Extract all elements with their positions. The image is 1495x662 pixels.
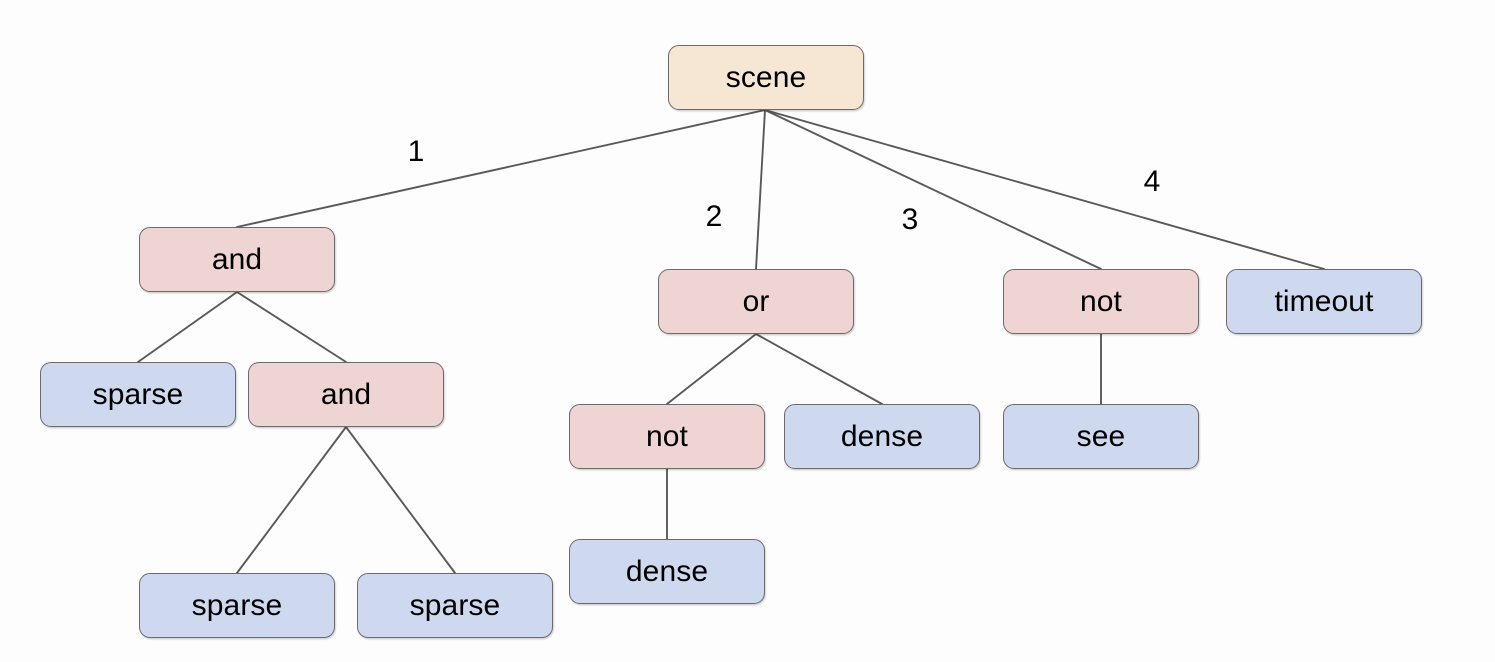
tree-node-not2[interactable]: not [569, 404, 765, 469]
tree-node-label: scene [725, 60, 807, 94]
tree-edge-scene-to-or1 [755, 109, 766, 270]
tree-node-label: sparse [409, 588, 501, 622]
tree-node-sparse2[interactable]: sparse [139, 573, 335, 638]
tree-node-see1[interactable]: see [1003, 404, 1199, 469]
tree-node-and2[interactable]: and [248, 362, 444, 427]
tree-node-not1[interactable]: not [1003, 269, 1199, 334]
tree-node-label: timeout [1274, 284, 1374, 318]
tree-node-sparse3[interactable]: sparse [357, 573, 553, 638]
tree-node-label: sparse [92, 377, 184, 411]
tree-edge-scene-to-timeout1 [764, 109, 1325, 270]
tree-node-dense1[interactable]: dense [784, 404, 980, 469]
tree-node-label: not [1079, 284, 1122, 318]
tree-node-label: sparse [191, 588, 283, 622]
tree-edge-scene-to-not1 [764, 109, 1102, 270]
tree-node-or1[interactable]: or [658, 269, 854, 334]
tree-edge-and2-to-sparse2 [236, 426, 347, 574]
tree-edge-or1-to-not2 [666, 333, 757, 405]
tree-node-label: or [742, 284, 770, 318]
tree-edge-and2-to-sparse3 [345, 426, 456, 574]
tree-node-sparse1[interactable]: sparse [40, 362, 236, 427]
tree-node-label: see [1076, 419, 1126, 453]
edge-label-1: 1 [407, 135, 425, 168]
tree-edge-scene-to-and1 [236, 109, 766, 228]
tree-node-label: and [320, 377, 372, 411]
tree-node-label: dense [840, 419, 924, 453]
tree-edge-and1-to-sparse1 [137, 291, 238, 363]
tree-edge-and1-to-and2 [236, 291, 347, 363]
tree-node-scene[interactable]: scene [668, 45, 864, 110]
tree-node-dense2[interactable]: dense [569, 539, 765, 604]
tree-node-and1[interactable]: and [139, 227, 335, 292]
tree-node-label: dense [625, 554, 709, 588]
edge-label-3: 3 [901, 203, 919, 236]
tree-edge-or1-to-dense1 [755, 333, 883, 405]
edge-label-4: 4 [1143, 165, 1161, 198]
tree-node-label: not [645, 419, 688, 453]
edge-label-2: 2 [705, 200, 723, 233]
tree-node-timeout1[interactable]: timeout [1226, 269, 1422, 334]
tree-node-label: and [211, 242, 263, 276]
